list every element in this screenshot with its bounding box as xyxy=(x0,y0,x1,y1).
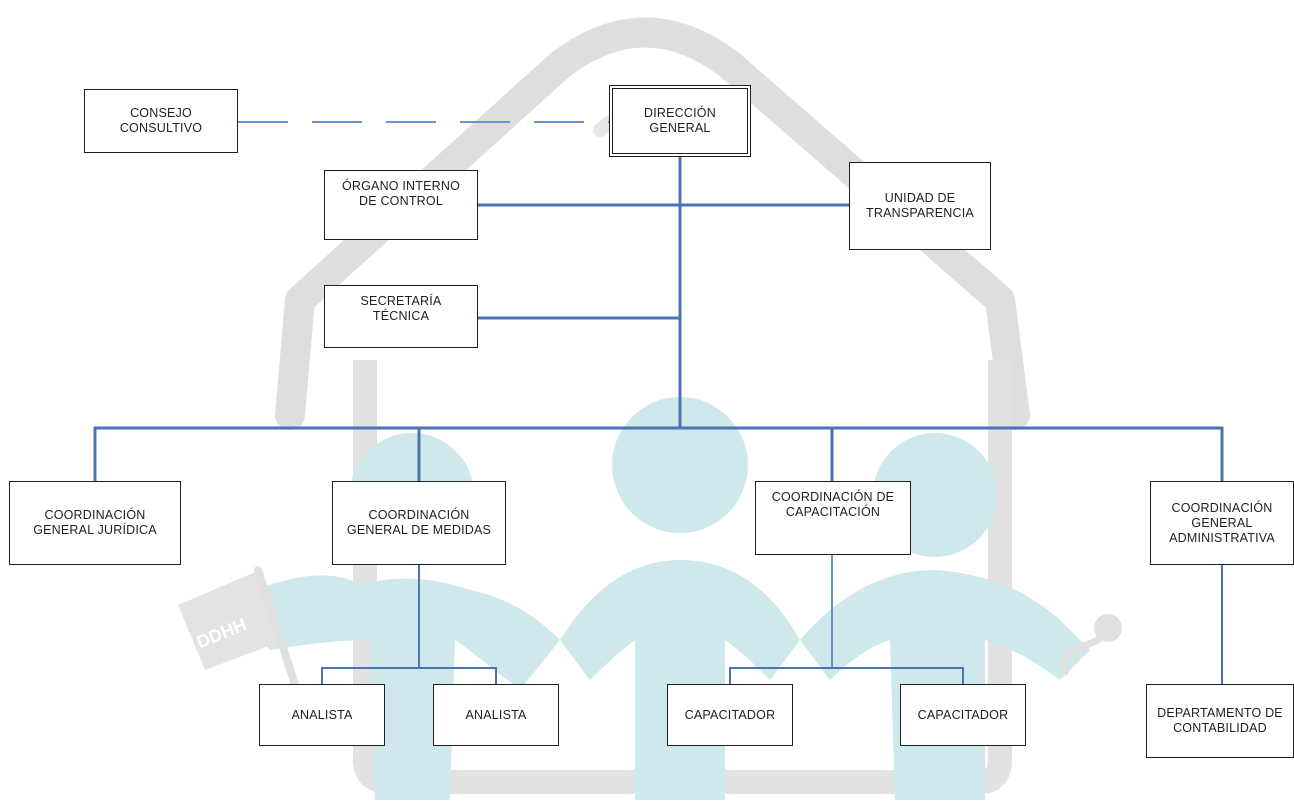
node-direccion-general: DIRECCIÓN GENERAL xyxy=(609,85,751,157)
node-label: CONSEJO CONSULTIVO xyxy=(119,106,203,135)
node-label: SECRETARÍA TÉCNICA xyxy=(360,294,442,323)
node-analista-2: ANALISTA xyxy=(433,684,559,746)
watermark-microphone xyxy=(1060,614,1122,676)
node-label: COORDINACIÓN GENERAL DE MEDIDAS xyxy=(346,508,492,537)
node-label: COORDINACIÓN GENERAL JURÍDICA xyxy=(33,508,157,537)
node-capacitador-2: CAPACITADOR xyxy=(900,684,1026,746)
watermark-flag: DDHH xyxy=(178,566,304,704)
node-capacitador-1: CAPACITADOR xyxy=(667,684,793,746)
watermark-child-body-left xyxy=(230,575,560,800)
node-coordinacion-capacitacion: COORDINACIÓN DE CAPACITACIÓN xyxy=(755,481,911,555)
node-label: COORDINACIÓN GENERAL ADMINISTRATIVA xyxy=(1169,500,1275,545)
node-label: ANALISTA xyxy=(291,707,353,722)
node-consejo-consultivo: CONSEJO CONSULTIVO xyxy=(84,89,238,153)
node-label: ÓRGANO INTERNO DE CONTROL xyxy=(341,179,461,208)
node-label: UNIDAD DE TRANSPARENCIA xyxy=(866,191,974,220)
node-label: CAPACITADOR xyxy=(684,707,776,722)
node-analista-1: ANALISTA xyxy=(259,684,385,746)
node-label: CAPACITADOR xyxy=(917,707,1009,722)
node-label: COORDINACIÓN DE CAPACITACIÓN xyxy=(771,490,895,519)
watermark-house-outline xyxy=(275,17,1030,430)
watermark-child-head-center xyxy=(612,397,748,533)
node-label: DEPARTAMENTO DE CONTABILIDAD xyxy=(1157,706,1283,735)
node-unidad-transparencia: UNIDAD DE TRANSPARENCIA xyxy=(849,162,991,250)
node-organo-interno-control: ÓRGANO INTERNO DE CONTROL xyxy=(324,170,478,240)
node-secretaria-tecnica: SECRETARÍA TÉCNICA xyxy=(324,285,478,348)
node-label: ANALISTA xyxy=(465,707,527,722)
node-label: DIRECCIÓN GENERAL xyxy=(644,106,716,135)
node-coordinacion-general-juridica: COORDINACIÓN GENERAL JURÍDICA xyxy=(9,481,181,565)
node-departamento-contabilidad: DEPARTAMENTO DE CONTABILIDAD xyxy=(1146,684,1294,758)
watermark-child-body-center xyxy=(560,560,800,800)
node-coordinacion-general-administrativa: COORDINACIÓN GENERAL ADMINISTRATIVA xyxy=(1150,481,1294,565)
node-coordinacion-general-medidas: COORDINACIÓN GENERAL DE MEDIDAS xyxy=(332,481,506,565)
